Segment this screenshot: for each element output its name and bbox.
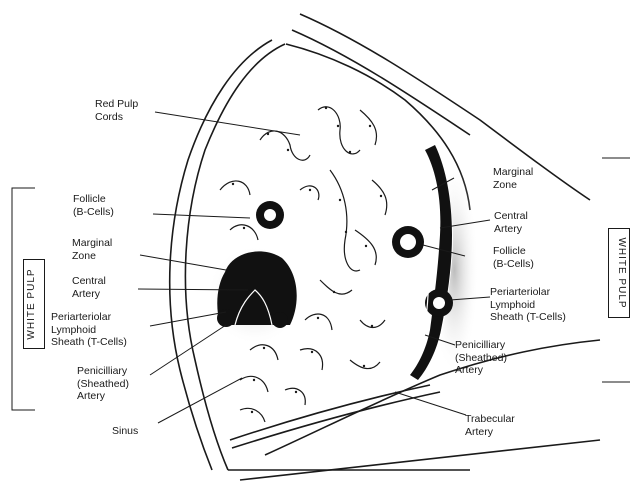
trabecular-artery <box>230 385 440 448</box>
label-follicle-left: Follicle (B-Cells) <box>73 193 114 218</box>
label-red-pulp-cords: Red Pulp Cords <box>95 98 138 123</box>
label-pals-right: Periarteriolar Lymphoid Sheath (T-Cells) <box>490 286 566 324</box>
label-central-artery-left: Central Artery <box>72 275 106 300</box>
white-pulp-label-right: WHITE PULP <box>608 228 630 318</box>
label-pals-left: Periarteriolar Lymphoid Sheath (T-Cells) <box>51 311 127 349</box>
label-penicilliary-left: Penicilliary (Sheathed) Artery <box>77 365 129 403</box>
label-trabecular-artery: Trabecular Artery <box>465 413 515 438</box>
label-penicilliary-right: Penicilliary (Sheathed) Artery <box>455 339 507 377</box>
label-marginal-zone-left: Marginal Zone <box>72 237 112 262</box>
white-pulp-label-left: WHITE PULP <box>23 259 45 349</box>
white-pulp-left <box>207 201 303 345</box>
label-marginal-zone-right: Marginal Zone <box>493 166 533 191</box>
label-sinus: Sinus <box>112 425 138 438</box>
label-follicle-right: Follicle (B-Cells) <box>493 245 534 270</box>
capsule <box>170 14 600 480</box>
label-central-artery-right: Central Artery <box>494 210 528 235</box>
